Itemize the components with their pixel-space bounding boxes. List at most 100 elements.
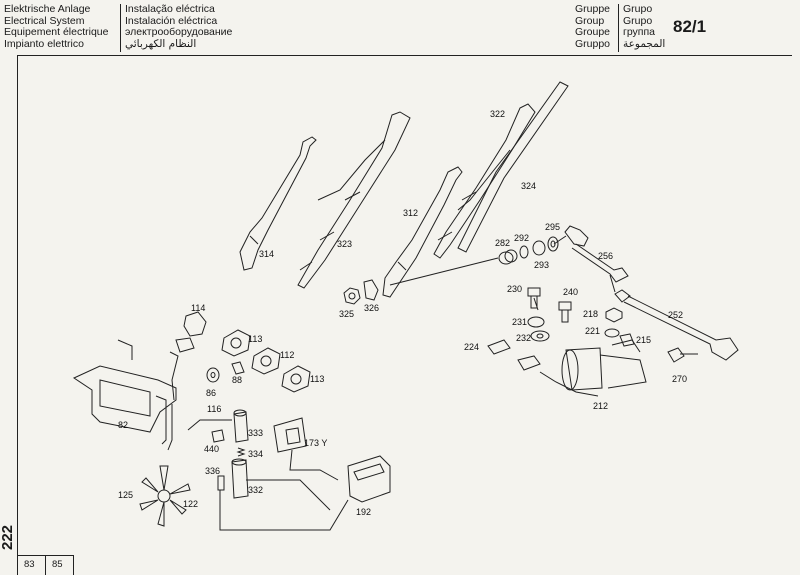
part-label: 212 bbox=[593, 401, 608, 411]
part-label: 88 bbox=[232, 375, 242, 385]
part-label: 314 bbox=[259, 249, 274, 259]
header-text: Instalação eléctrica bbox=[125, 3, 215, 15]
washer-232 bbox=[530, 330, 550, 342]
header-text: группа bbox=[623, 26, 656, 38]
header-text: النظام الكهربائي bbox=[125, 37, 197, 50]
grommet-86 bbox=[206, 367, 220, 383]
part-label: 252 bbox=[668, 310, 683, 320]
linkage-256 bbox=[564, 225, 629, 293]
part-label: 231 bbox=[512, 317, 527, 327]
part-labels: 314 323 322 324 312 282 292 295 293 256 … bbox=[118, 109, 687, 517]
header-text: Impianto elettrico bbox=[4, 37, 84, 50]
part-label: 113 bbox=[248, 334, 262, 344]
part-label: 282 bbox=[495, 238, 510, 248]
part-label: 240 bbox=[563, 287, 578, 297]
nut-325 bbox=[343, 287, 361, 305]
header-group-col-a: Gruppe Group Groupe Gruppo bbox=[575, 3, 611, 50]
washer-292 bbox=[519, 245, 529, 259]
header-text: المجموعة bbox=[623, 37, 666, 50]
header-text: Grupo bbox=[623, 14, 653, 27]
part-label: 332 bbox=[248, 485, 263, 495]
part-label: 173 Y bbox=[304, 438, 327, 448]
lamp-112 bbox=[251, 347, 281, 375]
wiper-arm-312 bbox=[382, 166, 463, 298]
spring-334 bbox=[236, 447, 246, 457]
footer-divider bbox=[45, 555, 46, 575]
part-label: 230 bbox=[507, 284, 522, 294]
washer-221 bbox=[604, 328, 620, 338]
washer-295 bbox=[547, 236, 559, 252]
lamp-113-lower bbox=[281, 365, 311, 393]
header-divider bbox=[618, 4, 619, 52]
part-label: 322 bbox=[490, 109, 505, 119]
wiper-rubber-324 bbox=[457, 81, 569, 253]
header-text: Gruppe bbox=[575, 3, 611, 15]
switch-173y bbox=[273, 417, 307, 453]
part-label: 86 bbox=[206, 388, 216, 398]
bolt-240 bbox=[558, 301, 572, 323]
group-number: 82/1 bbox=[673, 17, 707, 36]
bolt-270 bbox=[667, 347, 698, 363]
part-label: 112 bbox=[280, 350, 294, 360]
bulb-88 bbox=[231, 361, 245, 375]
part-label: 215 bbox=[636, 335, 651, 345]
part-label: 324 bbox=[521, 181, 536, 191]
header-text: Groupe bbox=[575, 26, 611, 38]
part-label: 125 bbox=[118, 490, 133, 500]
pin-336 bbox=[217, 475, 225, 491]
header-text: Electrical System bbox=[4, 14, 85, 27]
header-text: Instalación eléctrica bbox=[125, 14, 218, 27]
washer-282 bbox=[498, 249, 518, 265]
heater-unit-82 bbox=[72, 339, 177, 445]
header-text: электрооборудование bbox=[125, 26, 233, 38]
part-label: 82 bbox=[118, 420, 128, 430]
cap-326 bbox=[363, 279, 379, 301]
part-label: 325 bbox=[339, 309, 354, 319]
connector-224 bbox=[487, 339, 541, 371]
footer-ref: 85 bbox=[52, 559, 63, 570]
switch-332 bbox=[231, 458, 249, 499]
washer-293 bbox=[532, 240, 546, 256]
part-label: 292 bbox=[514, 233, 529, 243]
part-label: 221 bbox=[585, 326, 600, 336]
part-label: 116 bbox=[207, 404, 221, 414]
header-text: Grupo bbox=[623, 3, 653, 15]
wiper-blade-323 bbox=[297, 111, 411, 289]
part-label: 323 bbox=[337, 239, 352, 249]
header-left-col: Elektrische Anlage Electrical System Equ… bbox=[4, 3, 109, 50]
switch-192 bbox=[347, 455, 391, 503]
part-label: 440 bbox=[204, 444, 219, 454]
part-label: 113 bbox=[310, 374, 324, 384]
bolt-230 bbox=[527, 287, 541, 309]
header-text: Equipement électrique bbox=[4, 26, 109, 38]
fan-122 bbox=[139, 465, 191, 527]
header-text: Group bbox=[575, 14, 605, 27]
footer-ref: 83 bbox=[24, 559, 35, 570]
part-label: 334 bbox=[248, 449, 263, 459]
lamp-113-upper bbox=[221, 329, 251, 357]
header-group-col-b: Grupo Grupo группа المجموعة bbox=[623, 3, 666, 50]
part-label: 312 bbox=[403, 208, 418, 218]
part-label: 295 bbox=[545, 222, 560, 232]
part-label: 218 bbox=[583, 309, 598, 319]
part-label: 293 bbox=[534, 260, 549, 270]
part-label: 256 bbox=[598, 251, 613, 261]
nut-218 bbox=[605, 307, 623, 323]
header-mid-col: Instalação eléctrica Instalación eléctri… bbox=[125, 3, 245, 50]
footer-divider bbox=[73, 555, 74, 575]
frame-left-line bbox=[17, 55, 18, 575]
leader-lines bbox=[167, 235, 567, 531]
header-text: Elektrische Anlage bbox=[4, 3, 91, 15]
header-text: Gruppo bbox=[575, 37, 611, 50]
part-label: 270 bbox=[672, 374, 687, 384]
part-label: 326 bbox=[364, 303, 379, 313]
part-label: 224 bbox=[464, 342, 479, 352]
wiper-motor-212 bbox=[539, 339, 647, 397]
part-label: 232 bbox=[516, 333, 531, 343]
frame-top-line bbox=[17, 55, 792, 56]
washer-231 bbox=[527, 316, 545, 328]
part-label: 122 bbox=[183, 499, 198, 509]
screw-440 bbox=[211, 429, 225, 443]
part-label: 114 bbox=[191, 303, 205, 313]
